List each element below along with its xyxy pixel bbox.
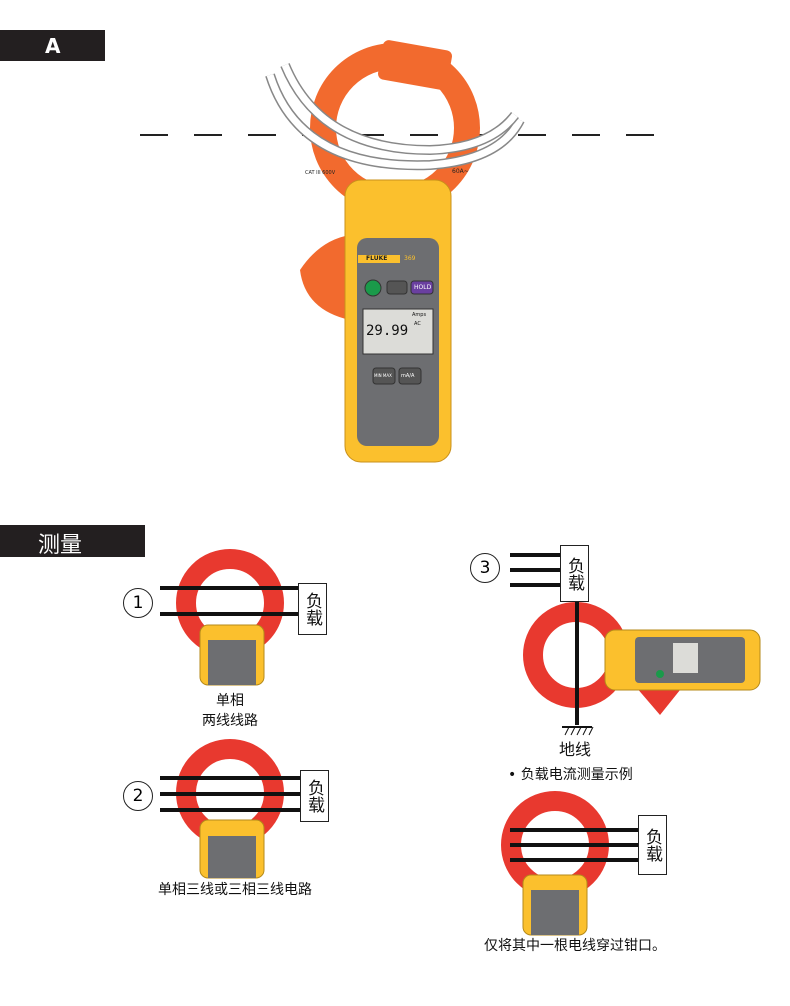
lcd-mode: AC bbox=[414, 321, 421, 327]
load-label: 负载 bbox=[564, 556, 584, 591]
diagram-2-clamp bbox=[160, 739, 300, 879]
diagram-2-load-box: 负载 bbox=[300, 770, 329, 822]
diagram-1-caption: 单相两线线路 bbox=[170, 690, 290, 730]
lcd-reading: 29.99 bbox=[366, 323, 409, 339]
caption-text: 负载电流测量示例 bbox=[520, 767, 633, 783]
diagram-3-number: 3 bbox=[470, 553, 500, 583]
diagram-3-load-box: 负载 bbox=[560, 545, 589, 602]
minmax-label: MIN MAX bbox=[374, 373, 392, 378]
diagram-1-clamp bbox=[160, 549, 298, 686]
diagram-1-number: 1 bbox=[123, 588, 153, 618]
number-text: 2 bbox=[132, 786, 144, 806]
ground-label: 地线 bbox=[558, 740, 591, 759]
caption-line-2: 两线线路 bbox=[202, 713, 258, 729]
diagram-2-caption: 单相三线或三相三线电路 bbox=[158, 882, 312, 898]
diagram-4-caption: 仅将其中一根电线穿过钳口。 bbox=[484, 938, 666, 954]
load-label: 负载 bbox=[304, 779, 324, 813]
power-button[interactable] bbox=[364, 279, 382, 297]
diagram-1-load-box: 负载 bbox=[298, 583, 327, 635]
number-text: 1 bbox=[132, 593, 144, 613]
range-button[interactable] bbox=[398, 367, 422, 385]
lcd-unit: Amps bbox=[412, 312, 427, 318]
range-label: mA/A bbox=[401, 373, 415, 379]
diagram-2-number: 2 bbox=[123, 781, 153, 811]
model-label: 369 bbox=[404, 255, 416, 262]
number-text: 3 bbox=[479, 558, 491, 578]
load-label: 负载 bbox=[642, 828, 662, 862]
clamp-meter-illustration bbox=[140, 40, 670, 463]
diagram-4-load-box: 负载 bbox=[638, 815, 667, 875]
load-label: 负载 bbox=[302, 592, 322, 626]
hold-label: HOLD bbox=[414, 284, 432, 291]
diagram-3-clamp bbox=[510, 553, 761, 736]
minmax-button[interactable] bbox=[372, 367, 396, 385]
caption-line-1: 单相 bbox=[216, 693, 244, 709]
section-a-header: A bbox=[0, 30, 105, 61]
jaw-rating-label: 60A~ bbox=[452, 168, 469, 175]
lcd-display bbox=[362, 308, 434, 355]
measure-label: 测量 bbox=[38, 533, 83, 558]
backlight-button[interactable] bbox=[386, 280, 408, 295]
measure-header: 测量 bbox=[0, 525, 145, 558]
diagram-4-clamp bbox=[501, 791, 638, 936]
diagram-3-caption: • 负载电流测量示例 bbox=[508, 767, 633, 783]
hold-button[interactable] bbox=[410, 280, 434, 295]
section-a-label: A bbox=[45, 34, 61, 58]
brand-label: FLUKE bbox=[366, 255, 388, 262]
jaw-cat-label: CAT III 600V bbox=[305, 170, 336, 176]
